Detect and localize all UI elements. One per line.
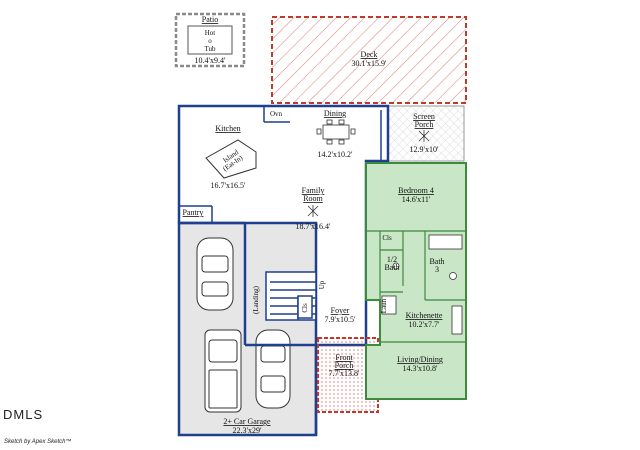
laundry-label: Laun <box>380 298 388 313</box>
front-porch-dims: 7.7'x13.8' <box>329 369 360 378</box>
kitchen-label: Kitchen <box>215 124 240 133</box>
screen-porch: Screen Porch 12.9'x10' <box>387 105 465 162</box>
stairs-up-label: Up <box>318 280 326 289</box>
car-icon <box>255 329 291 409</box>
garage-label: 2+ Car Garage <box>223 417 271 426</box>
car-icon <box>196 237 234 311</box>
pantry-label: Pantry <box>183 208 204 217</box>
living-dining-dims: 14.3'x10.8' <box>403 364 438 373</box>
family-room-label-2: Room <box>303 194 323 203</box>
sketch-credit: Sketch by Apex Sketch™ <box>4 439 72 445</box>
deck-label: Deck <box>361 50 378 59</box>
oven-label: Ovn <box>270 110 283 118</box>
in-law-suite: Bedroom 4 14.6'x11' Cls 1/2 Bath Bath 3 … <box>365 162 467 400</box>
dining-table-icon <box>316 119 356 145</box>
ceiling-fan-icon <box>418 130 430 142</box>
bedroom4-dims: 14.6'x11' <box>402 195 431 204</box>
interior-walls <box>179 106 382 345</box>
ceiling-fan-icon <box>307 205 319 217</box>
kitchen-dims: 16.7'x16.5' <box>211 181 246 190</box>
screen-porch-label-1: Screen <box>413 112 435 121</box>
bathtub-icon <box>428 234 463 250</box>
hot-tub-label-1: Hot <box>205 29 216 37</box>
deck-dims: 30.1'x15.9' <box>352 59 387 68</box>
screen-porch-dims: 12.9'x10' <box>410 145 439 154</box>
landing-label: (Landing) <box>252 285 260 314</box>
hot-tub-label-2: o <box>208 37 212 45</box>
kitchen-island-icon <box>205 139 257 179</box>
hot-tub-label-3: Tub <box>204 45 216 53</box>
front-porch-label-1: Front <box>335 353 353 362</box>
watermark: DMLS <box>3 407 44 422</box>
half-bath-label-2: Bath <box>384 263 399 272</box>
foyer-closet-label: Cls <box>301 303 309 313</box>
garage: 2+ Car Garage 22.3'x29' <box>177 221 318 437</box>
truck-icon <box>204 329 242 413</box>
bath3-label-2: 3 <box>435 265 439 274</box>
garage-dims: 22.3'x29' <box>233 426 262 435</box>
screen-porch-label-2: Porch <box>415 120 434 129</box>
bedroom-closet-label: Cls <box>382 234 392 242</box>
bath3-label-1: Bath <box>429 257 444 266</box>
washer-icon <box>381 295 397 315</box>
family-room-dims: 18.7'x16.4' <box>296 222 331 231</box>
family-room-label-1: Family <box>302 186 325 195</box>
kitchenette-dims: 10.2'x7.7' <box>409 320 440 329</box>
patio-dims: 10.4'x9.4' <box>195 56 226 65</box>
front-porch-label-2: Porch <box>335 361 354 370</box>
living-dining-label: Living/Dining <box>397 355 443 364</box>
kitchenette-label: Kitchenette <box>406 311 443 320</box>
dining-dims: 14.2'x10.2' <box>318 150 353 159</box>
foyer-label: Foyer <box>331 306 350 315</box>
toilet-icon <box>392 262 400 270</box>
patio-label: Patio <box>202 15 218 24</box>
half-bath-label-1: 1/2 <box>387 255 397 264</box>
bedroom4-label: Bedroom 4 <box>398 186 434 195</box>
counter-icon <box>451 305 463 335</box>
patio: Patio Hot o Tub 10.4'x9.4' <box>174 12 246 68</box>
toilet-icon <box>449 272 457 280</box>
deck: Deck 30.1'x15.9' <box>271 16 467 104</box>
dining-label: Dining <box>324 109 346 118</box>
foyer-dims: 7.9'x10.5' <box>325 315 356 324</box>
